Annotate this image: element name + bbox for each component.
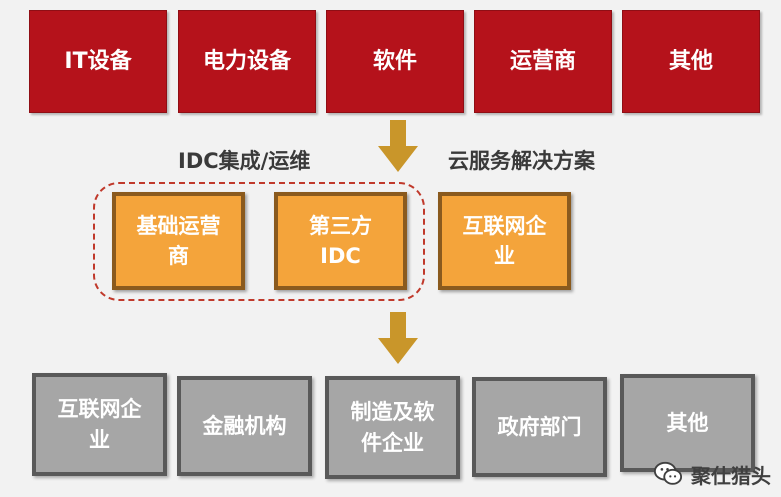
label-idc-integration: IDC集成/运维 [178, 149, 311, 173]
middle-box-third-party-idc: 第三方 IDC [274, 192, 407, 290]
bottom-box-label: 制造及软 件企业 [350, 400, 435, 455]
middle-box-label: 互联网企 业 [462, 213, 547, 268]
bottom-box-manufacturing-software: 制造及软 件企业 [325, 376, 460, 479]
top-box-label: 运营商 [509, 48, 576, 74]
top-box-operator: 运营商 [474, 10, 612, 113]
bottom-box-internet-company: 互联网企 业 [32, 373, 167, 476]
dashed-group-outline [93, 182, 425, 301]
top-box-label: 软件 [372, 48, 417, 74]
wechat-icon [653, 461, 683, 485]
bottom-box-other: 其他 [620, 374, 755, 472]
middle-box-basic-operator: 基础运营 商 [112, 192, 245, 290]
top-box-it-equipment: IT设备 [29, 10, 167, 113]
top-box-label: 其他 [668, 48, 713, 74]
bottom-box-label: 其他 [666, 410, 709, 435]
bottom-box-label: 金融机构 [202, 413, 287, 438]
bottom-box-label: 政府部门 [497, 414, 582, 439]
watermark-text: 聚仕猎头 [691, 463, 771, 488]
middle-box-internet-company: 互联网企 业 [438, 192, 571, 290]
middle-box-label: 基础运营 商 [136, 213, 221, 268]
bottom-box-label: 互联网企 业 [57, 397, 142, 452]
bottom-box-financial-institution: 金融机构 [177, 376, 312, 476]
top-box-power-equipment: 电力设备 [178, 10, 316, 113]
label-cloud-solutions: 云服务解决方案 [448, 149, 595, 173]
top-box-software: 软件 [326, 10, 464, 113]
top-box-label: 电力设备 [202, 48, 291, 74]
top-box-label: IT设备 [64, 48, 132, 74]
down-arrow-icon [378, 120, 418, 172]
middle-box-label: 第三方 IDC [309, 213, 372, 268]
top-box-other: 其他 [622, 10, 760, 113]
bottom-box-government: 政府部门 [472, 377, 607, 477]
down-arrow-icon [378, 312, 418, 364]
watermark: 聚仕猎头 [653, 459, 771, 489]
